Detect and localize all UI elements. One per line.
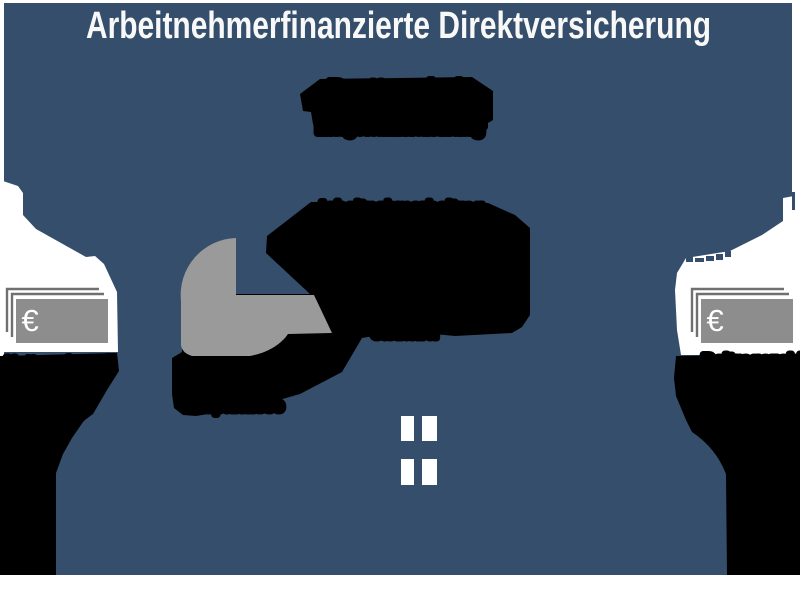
svg-text:Nettoaufwand: Nettoaufwand	[5, 355, 111, 372]
svg-text:€: €	[22, 303, 39, 338]
svg-text:Steuerfrei: Steuerfrei	[372, 325, 437, 341]
svg-text:Entgeltumwandlung: Entgeltumwandlung	[316, 117, 483, 137]
svg-text:Arbeitnehmerbeitrag: Arbeitnehmerbeitrag	[316, 198, 483, 217]
svg-text:Beitragszahlung: Beitragszahlung	[702, 351, 800, 370]
svg-text:Bruttogehalt: Bruttogehalt	[328, 76, 471, 103]
svg-text:ersparnisse: ersparnisse	[188, 396, 283, 415]
svg-text:Arbeitnehmerfinanzierte Direkt: Arbeitnehmerfinanzierte Direktversicheru…	[86, 5, 711, 47]
